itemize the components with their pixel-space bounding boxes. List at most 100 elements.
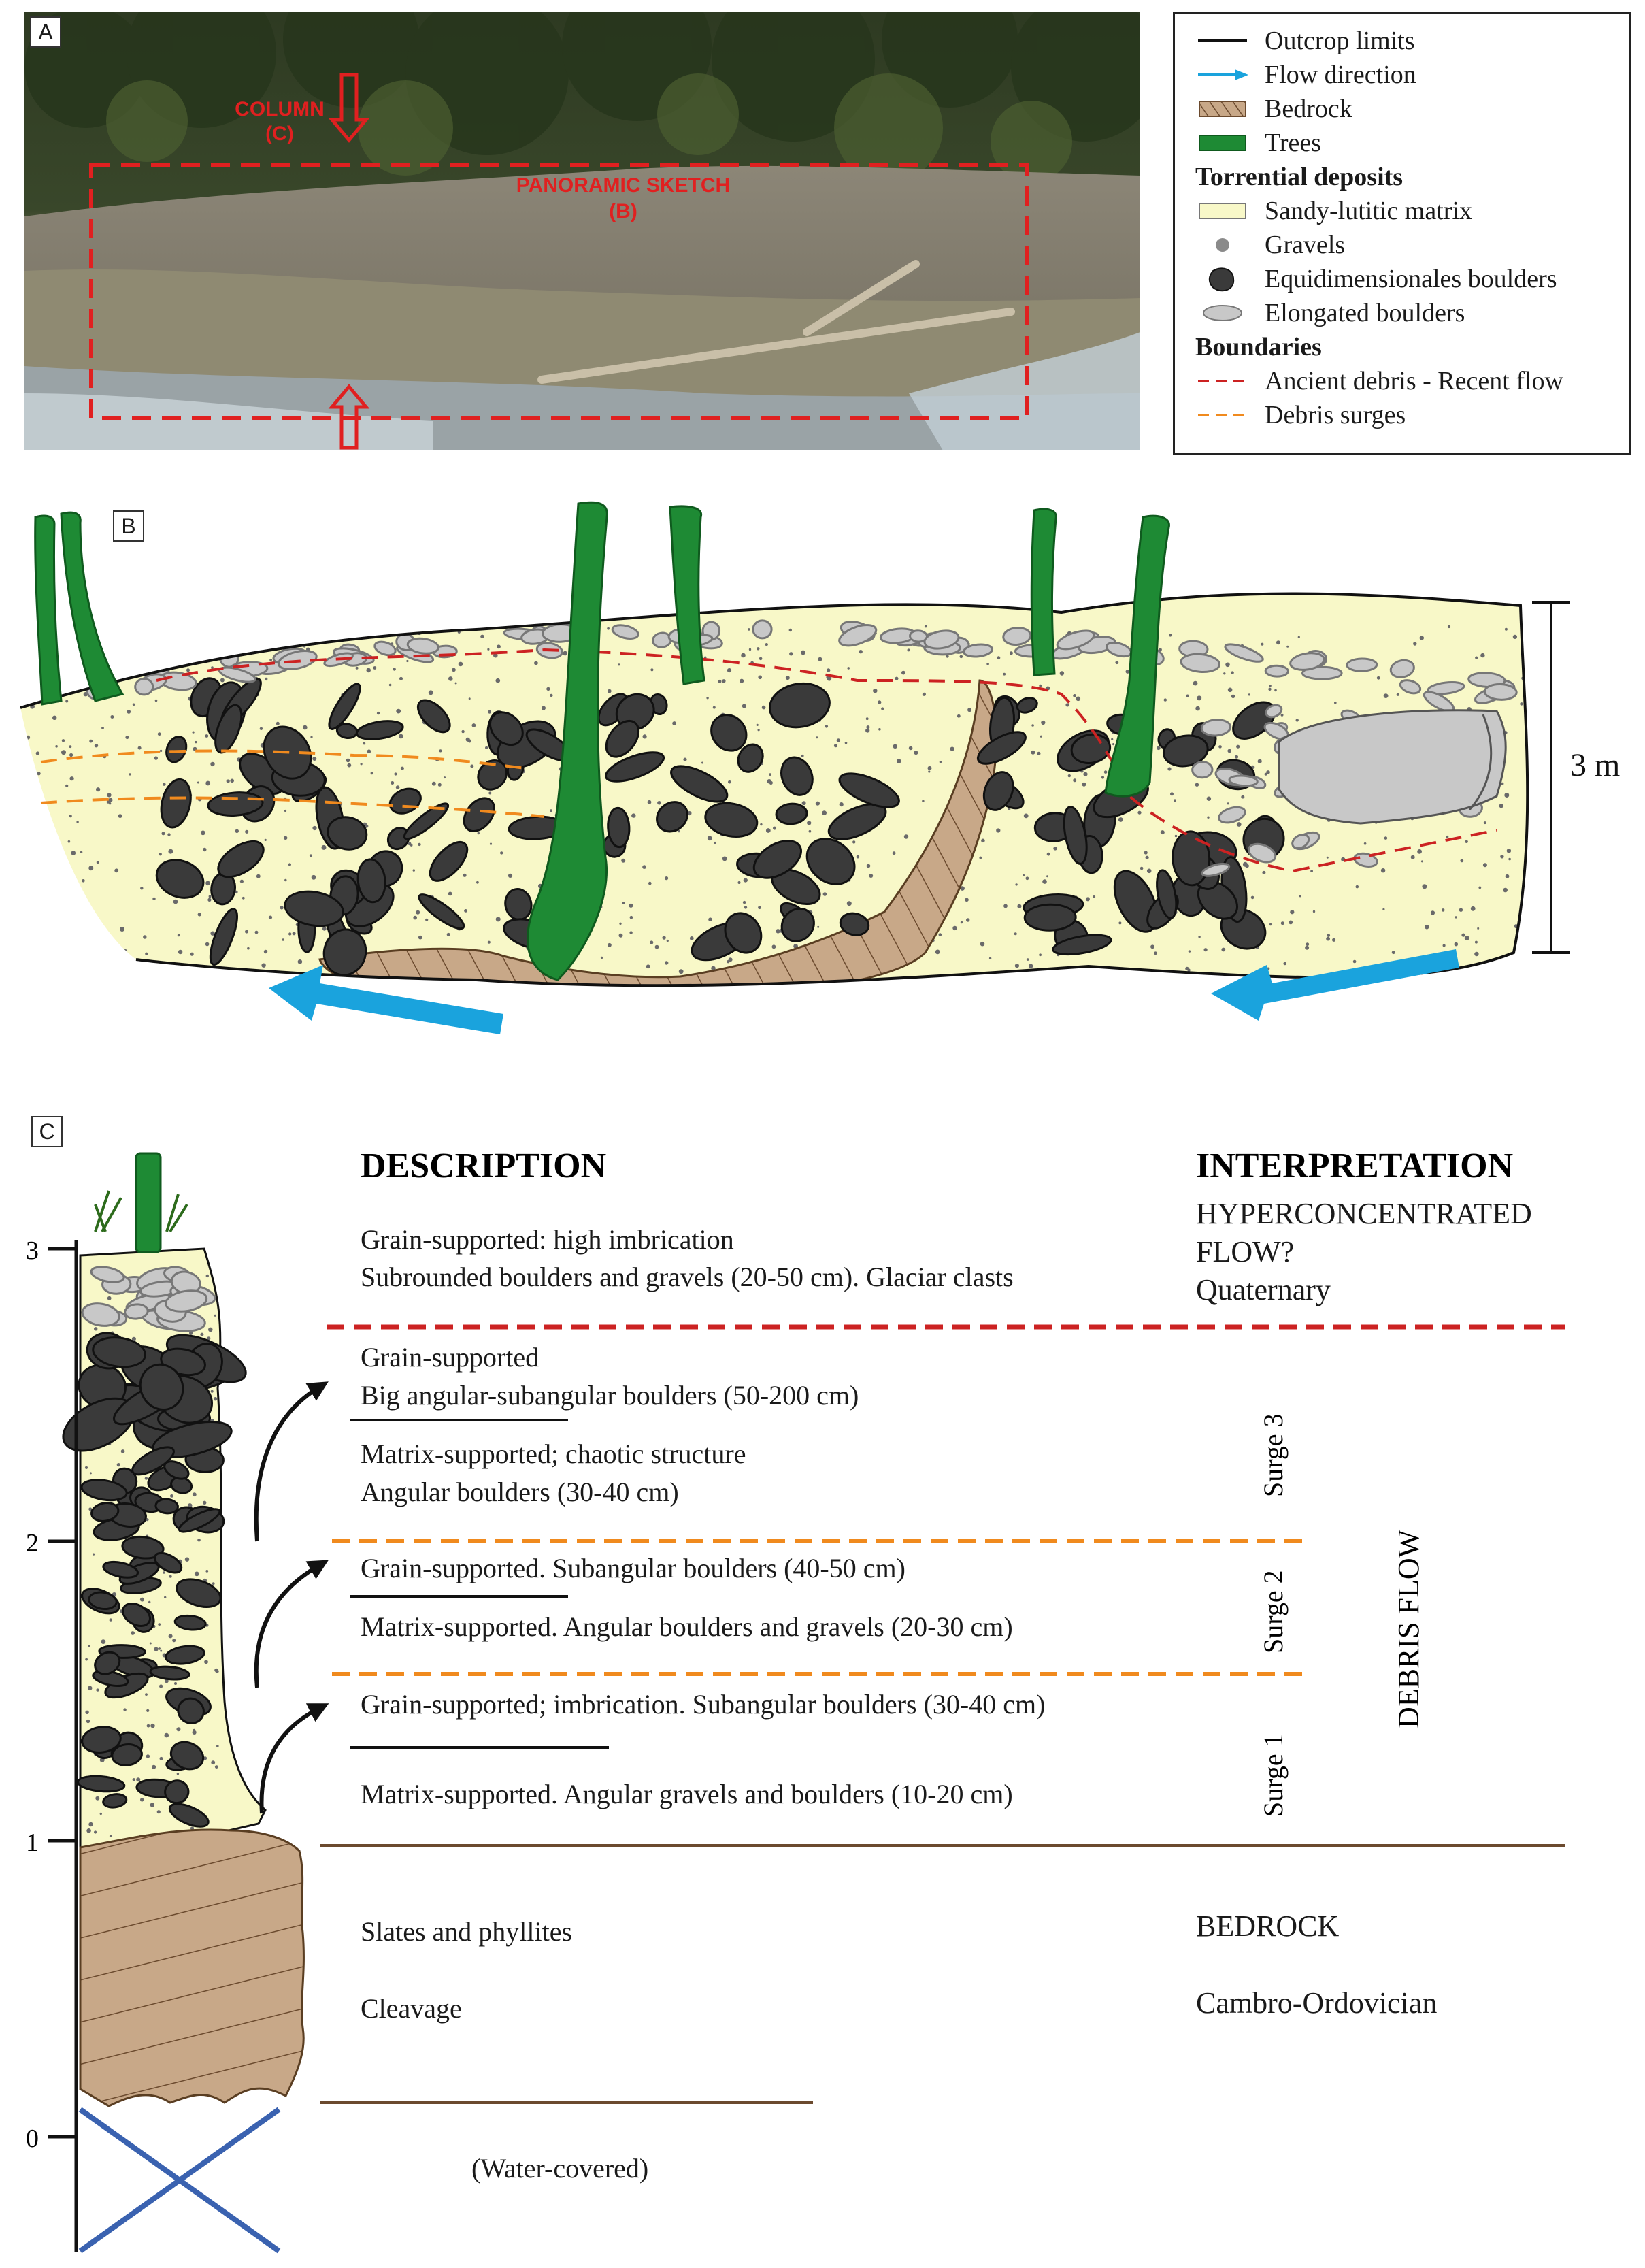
gravel-dot	[563, 651, 567, 656]
gravel-dot	[859, 650, 863, 654]
gravel-dot	[1268, 687, 1272, 691]
gravel-dot	[1008, 808, 1011, 810]
gravel-dot	[212, 1582, 215, 1585]
gravel-dot	[418, 842, 421, 847]
gravel-dot	[822, 892, 827, 896]
gravel-dot	[765, 643, 768, 646]
gravel-dot	[757, 647, 760, 651]
gravel-dot	[1305, 945, 1310, 950]
gravel-dot	[708, 917, 712, 921]
boulder-dark	[121, 1535, 165, 1560]
gravel-dot	[125, 736, 129, 740]
gravel-dot	[1420, 860, 1423, 863]
boulder-light	[923, 629, 960, 650]
boulder-dark	[463, 797, 495, 832]
gravel-dot	[454, 682, 457, 685]
gravel-dot	[252, 636, 256, 640]
gravel-dot	[881, 707, 884, 710]
desc-s3-1: Grain-supported	[361, 1342, 539, 1373]
gravel-dot	[743, 878, 748, 883]
gravel-dot	[807, 821, 812, 825]
boulder-dark	[173, 1614, 207, 1631]
boulder-dark	[670, 765, 729, 803]
gravel-dot	[1280, 713, 1284, 717]
boulder-light	[1389, 659, 1415, 678]
gravel-dot	[205, 780, 211, 786]
gravel-dot	[145, 952, 148, 955]
gravel-dot	[836, 738, 841, 742]
gravel-dot	[87, 945, 93, 951]
gravel-dot	[197, 781, 199, 784]
gravel-dot	[75, 885, 78, 888]
gravel-dot	[189, 1331, 193, 1335]
gravel-dot	[1085, 897, 1090, 902]
gravel-dot	[391, 781, 395, 785]
gravel-dot	[452, 668, 456, 672]
gravel-dot	[485, 746, 488, 749]
legend-item-bedrock: Bedrock	[1195, 92, 1352, 126]
gravel-dot	[1089, 973, 1093, 977]
gravel-dot	[89, 739, 93, 743]
boulder-light	[1399, 679, 1422, 695]
gravel-dot	[1203, 948, 1208, 952]
gravel-dot	[901, 670, 905, 675]
gravel-dot	[957, 714, 961, 718]
gravel-dot	[542, 706, 546, 710]
gravel-dot	[1137, 810, 1142, 815]
flow-arrow-right	[1211, 949, 1459, 1021]
gravel-dot	[429, 625, 431, 628]
gravel-dot	[207, 898, 212, 902]
gravel-dot	[938, 933, 942, 936]
gravel-dot	[230, 778, 235, 783]
gravel-dot	[844, 742, 848, 744]
gravel-dot	[1499, 804, 1503, 808]
gravel-dot	[650, 668, 654, 672]
gravel-dot	[1065, 703, 1069, 707]
gravel-dot	[833, 744, 837, 748]
gravel-dot	[1459, 908, 1463, 912]
gravel-dot	[1508, 857, 1511, 861]
gravel-dot	[771, 944, 776, 949]
gravel-dot	[1297, 636, 1300, 638]
gravel-dot	[159, 853, 162, 856]
boulder-dark	[102, 1560, 139, 1579]
gravel-dot	[163, 1571, 165, 1574]
gravel-dot	[355, 666, 359, 670]
column-arrow-top	[328, 73, 370, 143]
boulder-light	[1289, 652, 1325, 671]
gravel-dot	[1227, 802, 1229, 805]
gravel-dot	[360, 763, 363, 766]
boulder-dark	[139, 1363, 184, 1411]
gravel-dot	[722, 856, 727, 861]
gravel-dot	[1037, 751, 1041, 755]
boulder-dark	[131, 1446, 175, 1476]
gravel-dot	[1512, 634, 1517, 639]
gravel-dot	[1460, 859, 1464, 863]
boulder-dark	[81, 1726, 122, 1754]
gravel-dot	[35, 751, 40, 755]
gravel-dot	[61, 739, 65, 742]
water-covered-cross	[78, 2107, 281, 2254]
gravel-dot	[873, 689, 878, 693]
gravel-dot	[550, 809, 552, 812]
gravel-dot	[1464, 936, 1469, 940]
gravel-dot	[952, 925, 957, 931]
boulder-light	[1228, 774, 1259, 787]
gravel-dot	[50, 905, 54, 910]
gravel-dot	[136, 625, 141, 630]
gravel-dot	[622, 902, 625, 904]
gravel-dot	[322, 926, 327, 931]
gravel-dot	[493, 653, 498, 658]
gravel-dot	[396, 708, 401, 714]
interp-bedrock: BEDROCK	[1196, 1909, 1339, 1943]
ancient-boundary-b	[156, 648, 1497, 873]
boulder-dark	[604, 751, 665, 783]
gravel-dot	[468, 697, 471, 700]
gravel-dot	[476, 881, 479, 884]
gravel-dot	[269, 658, 272, 661]
gravel-dot	[93, 1553, 95, 1556]
gravel-dot	[1454, 942, 1459, 947]
gravel-dot	[1040, 735, 1042, 738]
gravel-dot	[250, 626, 254, 630]
gravel-dot	[1474, 951, 1479, 957]
